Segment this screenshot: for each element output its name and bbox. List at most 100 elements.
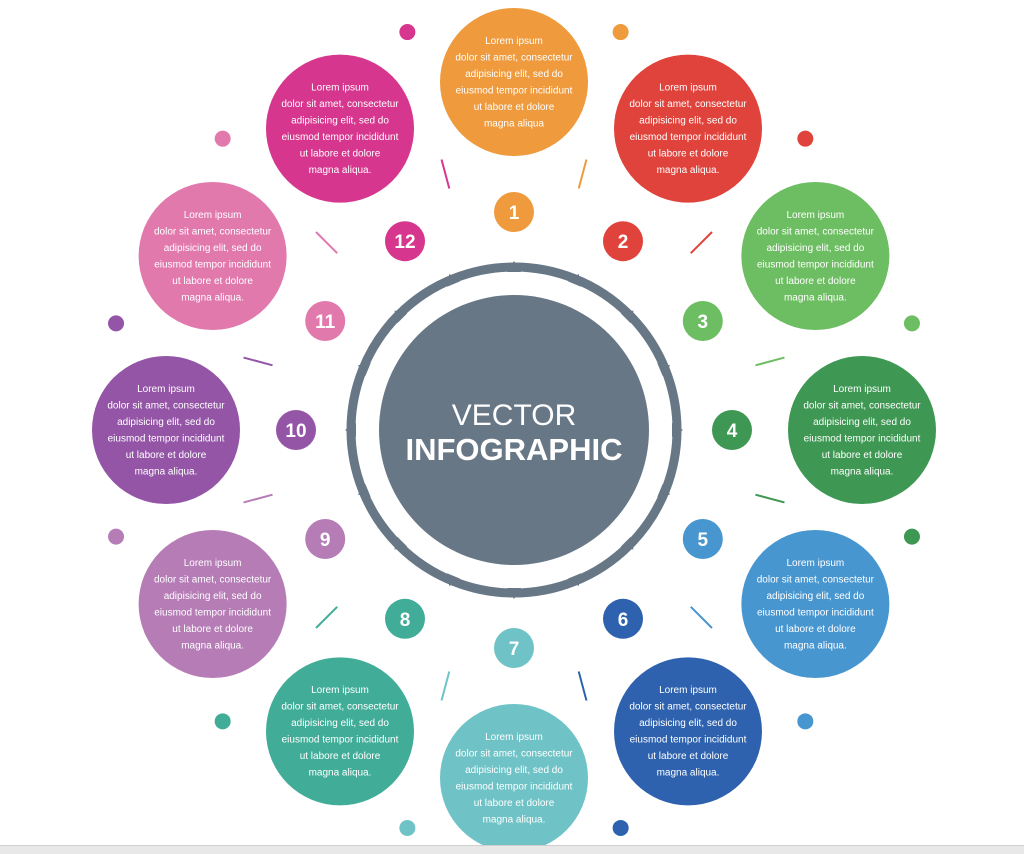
connector-dot: [797, 713, 814, 730]
center-title-line1: VECTOR: [452, 399, 576, 432]
bubble-text-line: dolor sit amet, consectetur: [154, 574, 272, 585]
step-number-4: 4: [712, 410, 752, 450]
ring-notch: [672, 423, 683, 437]
bubble-text-line: magna aliqua.: [181, 292, 244, 303]
bubble-text-line: Lorem ipsum: [786, 558, 844, 569]
ring-notch: [345, 423, 356, 437]
bubble-text-line: magna aliqua.: [483, 814, 546, 825]
bubble-text-line: dolor sit amet, consectetur: [455, 748, 573, 759]
number-label: 3: [698, 312, 709, 333]
bubble-text-line: adipisicing elit, sed do: [766, 591, 864, 602]
number-badge: [305, 301, 346, 341]
number-label: 10: [285, 421, 306, 442]
tick-mark: [243, 356, 273, 367]
ring-notch: [507, 588, 521, 599]
ring-notch: [447, 573, 461, 587]
bubble-text-line: eiusmod tempor incididunt: [154, 259, 271, 270]
bubble-text-line: ut labore et dolore: [822, 450, 903, 461]
bubble-text-line: eiusmod tempor incididunt: [108, 433, 225, 444]
bubble-text-line: Lorem ipsum: [485, 732, 543, 743]
tick-mark: [440, 159, 451, 189]
number-label: 9: [320, 530, 331, 551]
connector-dot: [399, 24, 416, 41]
ring-notch: [657, 363, 671, 377]
ring-notch: [357, 483, 371, 497]
tick-mark: [755, 493, 785, 504]
bubble-text-line: adipisicing elit, sed do: [766, 243, 864, 254]
bubble-text-line: ut labore et dolore: [648, 751, 729, 762]
tick-mark: [755, 356, 785, 367]
connector-dot: [612, 24, 629, 41]
bubble-text-line: magna aliqua.: [657, 768, 720, 779]
ring-notch: [507, 261, 521, 272]
bubble-text-line: adipisicing elit, sed do: [639, 718, 737, 729]
step-number-10: 10: [276, 410, 316, 450]
number-badge: [305, 519, 346, 559]
bottom-divider: [0, 845, 1024, 854]
bubble-text-line: ut labore et dolore: [775, 624, 856, 635]
ring-notch: [620, 310, 634, 324]
bubble-disc: [138, 182, 287, 330]
bubble-disc: [440, 704, 588, 845]
tick-mark: [315, 231, 338, 254]
bubble-text-line: ut labore et dolore: [474, 798, 555, 809]
bubble-text-line: ut labore et dolore: [300, 751, 381, 762]
bubble-text-line: ut labore et dolore: [648, 148, 729, 159]
number-badge: [276, 410, 316, 450]
bubble-text-line: adipisicing elit, sed do: [164, 591, 262, 602]
bubble-text-line: magna aliqua.: [784, 292, 847, 303]
bubble-text-line: magna aliqua: [484, 118, 544, 129]
bubble-text-line: eiusmod tempor incididunt: [757, 607, 874, 618]
connector-dot: [903, 528, 920, 545]
step-number-11: 11: [305, 301, 346, 341]
center-hub: VECTOR INFOGRAPHIC: [379, 295, 649, 565]
connector-dot: [214, 130, 231, 147]
ring-notch: [394, 310, 408, 324]
bubble-text-line: eiusmod tempor incididunt: [630, 735, 747, 746]
bubble-text-line: Lorem ipsum: [311, 685, 369, 696]
tick-marks: [243, 159, 785, 701]
bubble-text-line: magna aliqua.: [657, 165, 720, 176]
bubble-text-line: dolor sit amet, consectetur: [757, 226, 875, 237]
bubble-text-line: Lorem ipsum: [833, 384, 891, 395]
number-badge: [682, 301, 723, 341]
tick-mark: [690, 231, 713, 254]
bubble-text-line: adipisicing elit, sed do: [639, 115, 737, 126]
bubble-text-line: adipisicing elit, sed do: [465, 765, 563, 776]
bubble-disc: [138, 530, 287, 678]
step-number-5: 5: [682, 519, 723, 559]
bubble-disc: [266, 657, 414, 806]
bubble-text-line: ut labore et dolore: [126, 450, 207, 461]
number-label: 2: [618, 232, 629, 253]
step-number-8: 8: [385, 598, 425, 639]
bubble-text-line: eiusmod tempor incididunt: [456, 85, 573, 96]
tick-mark: [440, 671, 451, 701]
center-ring: [345, 261, 683, 599]
step-bubble-7: Lorem ipsum dolor sit amet, consectetur ad…: [440, 704, 588, 845]
connector-dot: [399, 819, 416, 836]
step-number-7: 7: [494, 628, 534, 668]
number-badge: [682, 519, 723, 559]
bubble-text-line: ut labore et dolore: [474, 102, 555, 113]
bubble-text-line: adipisicing elit, sed do: [164, 243, 262, 254]
bubble-disc: [614, 54, 762, 203]
number-badge: [385, 221, 425, 262]
bubble-text-line: dolor sit amet, consectetur: [803, 400, 921, 411]
ring-notch: [394, 536, 408, 550]
bubble-text-line: magna aliqua.: [309, 768, 372, 779]
bubble-disc: [440, 8, 588, 156]
step-number-9: 9: [305, 519, 346, 559]
bubble-text-line: magna aliqua.: [831, 466, 894, 477]
number-badge: [385, 598, 425, 639]
number-label: 5: [698, 530, 709, 551]
center-title-line2: INFOGRAPHIC: [406, 432, 623, 467]
bubble-text-line: ut labore et dolore: [172, 276, 253, 287]
